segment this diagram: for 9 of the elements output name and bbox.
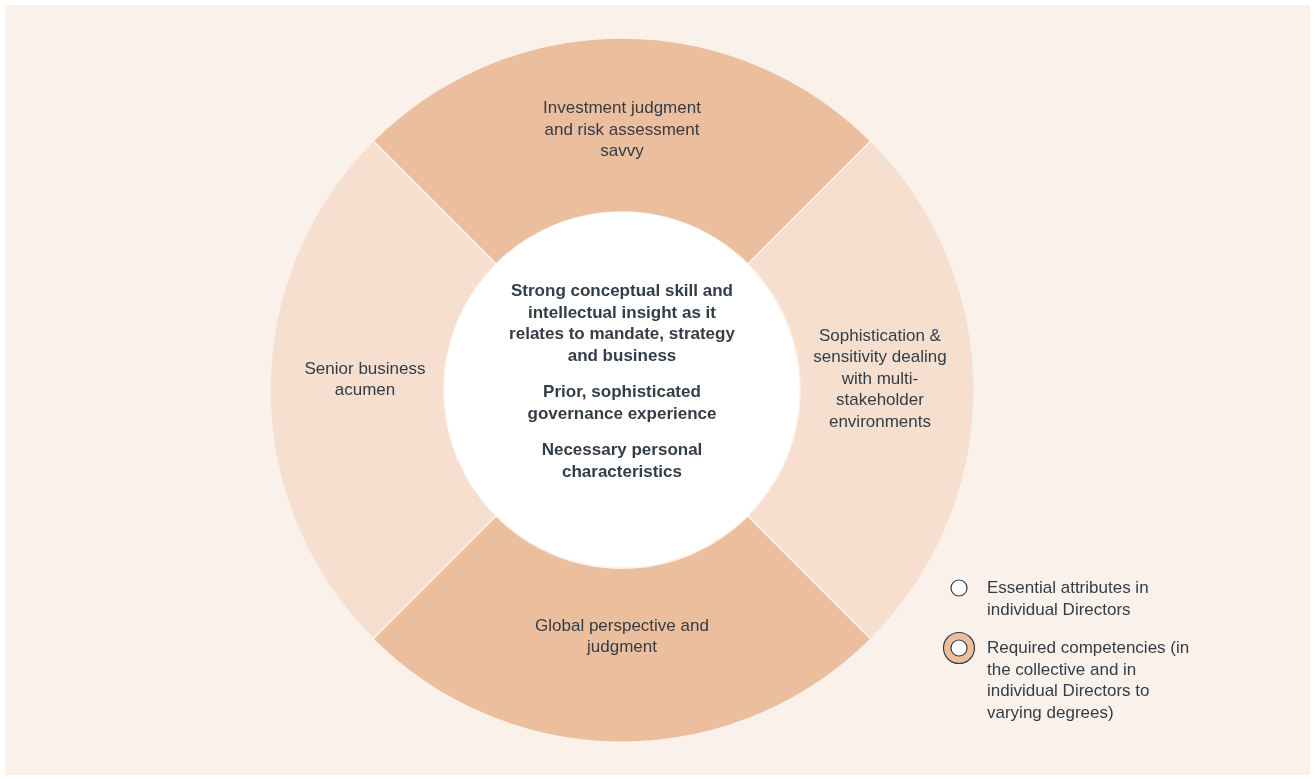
legend-text: Required competencies (in the collective and in individual Directors to varying degrees) bbox=[987, 637, 1191, 723]
legend-text: Essential attributes in individual Directors bbox=[987, 577, 1150, 620]
circle-text: Strong conceptual skill and intellectual insight as it relates to mandate, strategy and business bbox=[508, 280, 736, 366]
segment-label: Investment judgment and risk assessment savvy bbox=[542, 97, 702, 162]
segment-label: Senior business acumen bbox=[303, 358, 427, 401]
circle-text: Necessary personal characteristics bbox=[540, 439, 704, 482]
segment-label: Sophistication & sensitivity dealing with multi-stakeholder environments bbox=[812, 325, 948, 433]
segment-label: Global perspective and judgment bbox=[534, 615, 710, 658]
circle-text: Prior, sophisticated governance experience bbox=[526, 381, 718, 424]
